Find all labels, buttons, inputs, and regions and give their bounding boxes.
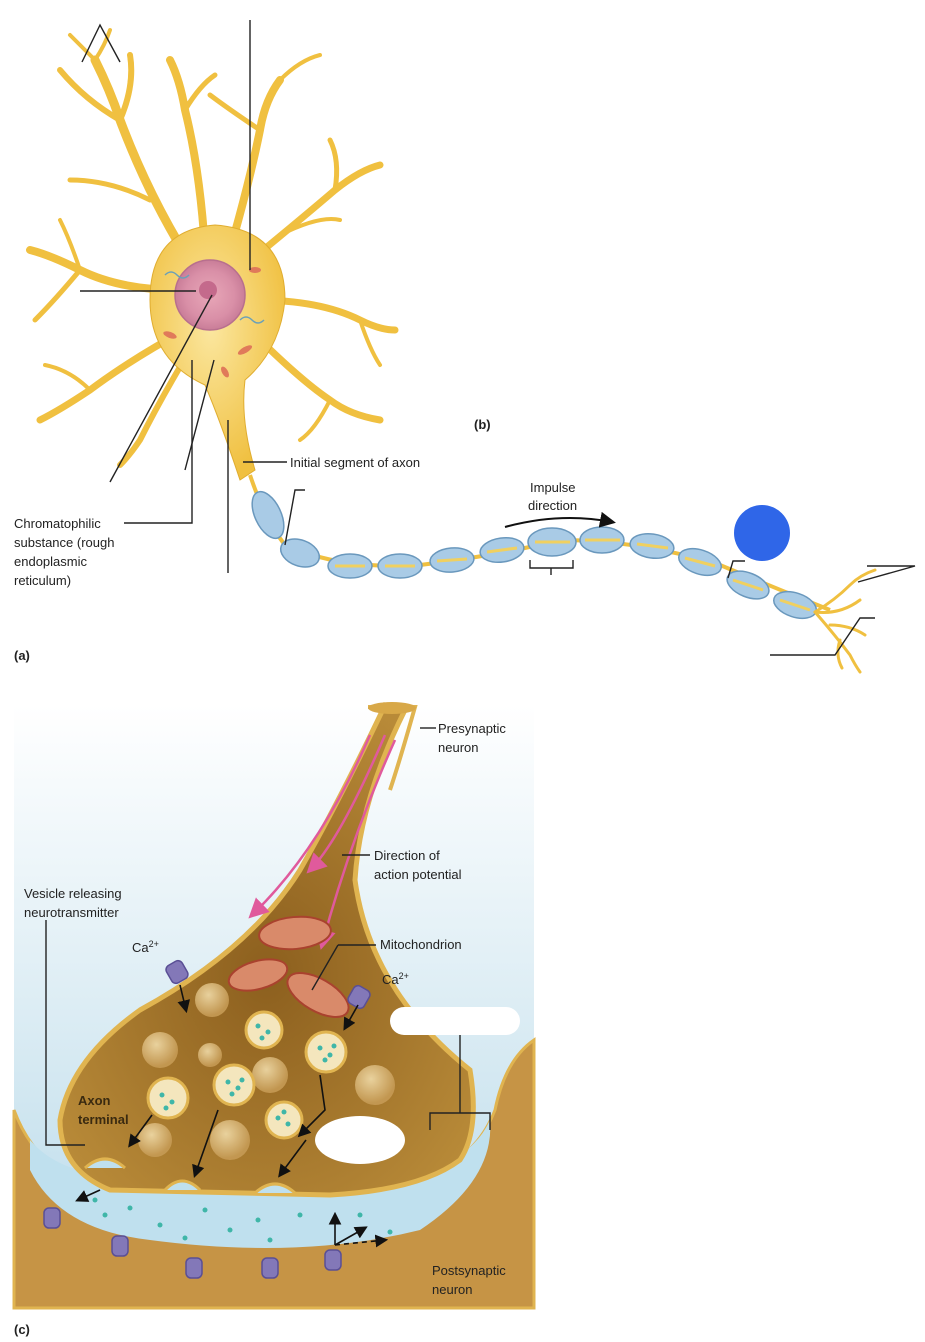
label-chromatophilic-2: substance (rough [14, 535, 114, 550]
label-impulse-1: Impulse [530, 480, 576, 495]
label-chromatophilic-4: reticulum) [14, 573, 71, 588]
axon-terminal-branches [813, 568, 877, 674]
label-presynaptic-2: neuron [438, 740, 478, 755]
label-vesicle-1: Vesicle releasing [24, 886, 122, 901]
blue-marker-dot[interactable] [734, 505, 790, 561]
label-initial-segment: Initial segment of axon [290, 455, 420, 470]
leader-lines-a [80, 20, 916, 656]
synaptic-vesicles [146, 1010, 348, 1140]
panel-b-label: (b) [474, 417, 491, 432]
label-impulse-2: direction [528, 498, 577, 513]
mitochondria [227, 915, 350, 1018]
impulse-arrow [504, 511, 616, 528]
label-postsynaptic-2: neuron [432, 1282, 472, 1297]
label-chromatophilic-3: endoplasmic [14, 554, 87, 569]
action-potential-arrows [248, 734, 397, 950]
label-postsynaptic-1: Postsynaptic [432, 1263, 506, 1278]
label-vesicle-2: neurotransmitter [24, 905, 119, 920]
synapse-panel [12, 702, 536, 1310]
panel-c-label: (c) [14, 1322, 30, 1337]
label-direction-2: action potential [374, 867, 462, 882]
label-direction-1: Direction of [374, 848, 440, 863]
label-axon-1: Axon [78, 1093, 111, 1108]
ion-channels [43, 959, 371, 1279]
label-chromatophilic-1: Chromatophilic [14, 516, 101, 531]
label-mitochondrion: Mitochondrion [380, 937, 462, 952]
label-presynaptic-1: Presynaptic [438, 721, 506, 736]
panel-a-label: (a) [14, 648, 30, 663]
label-axon-2: terminal [78, 1112, 129, 1127]
label-ca-right: Ca2+ [382, 971, 409, 987]
label-ca-left: Ca2+ [132, 939, 159, 955]
